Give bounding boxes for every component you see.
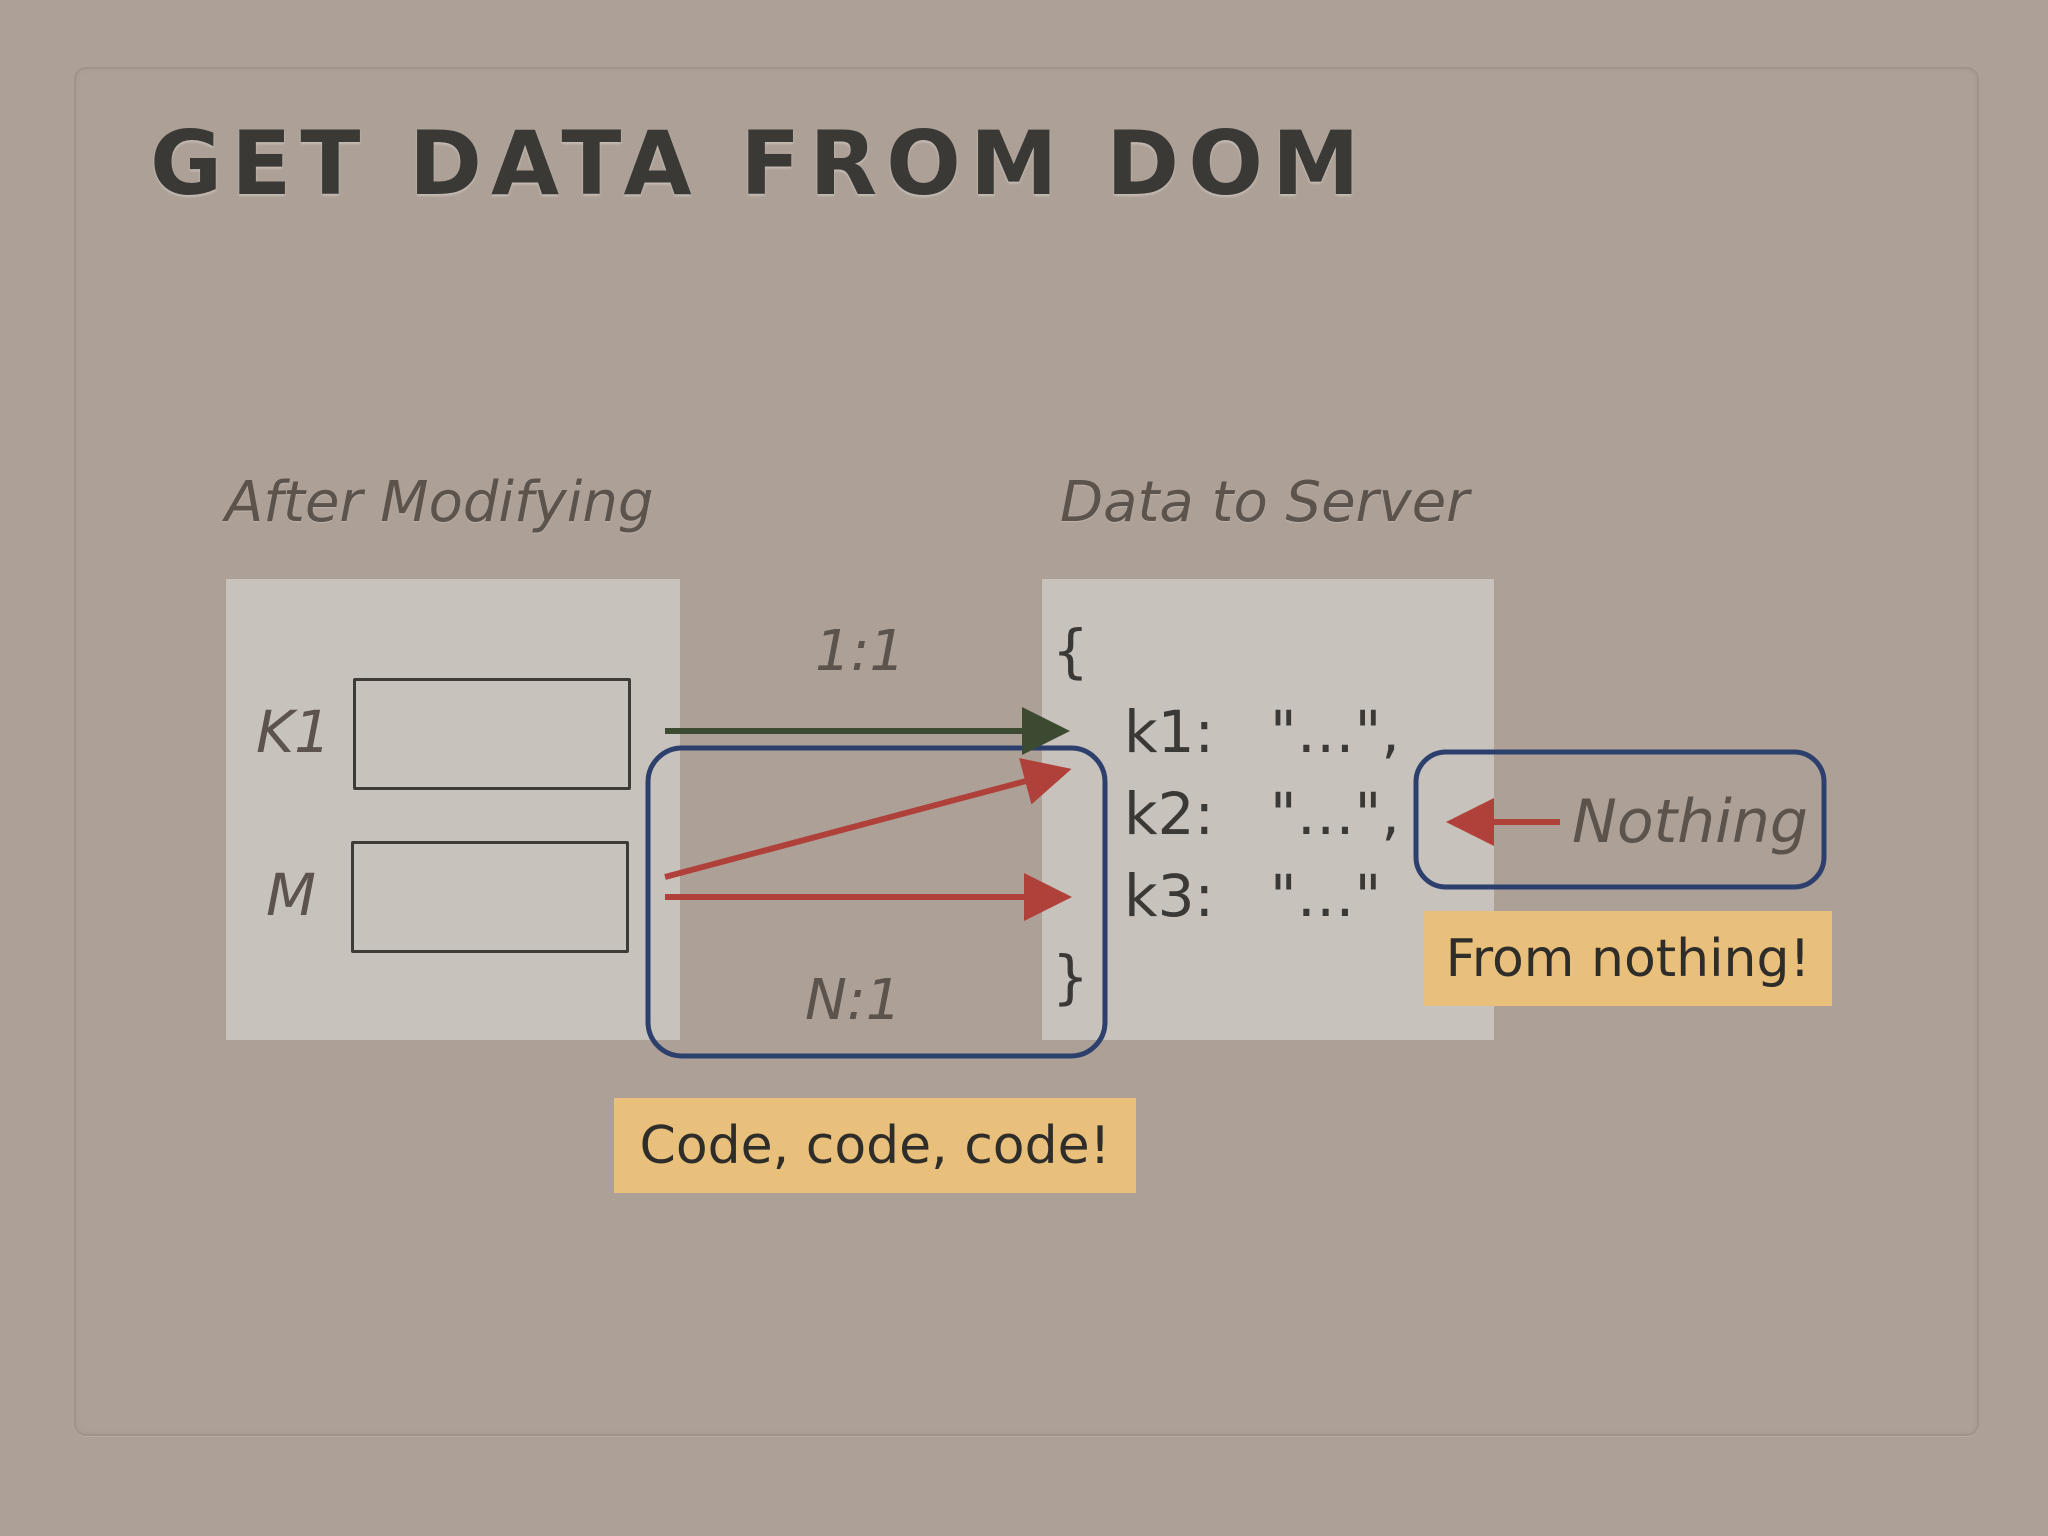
slide-title: GET DATA FROM DOM: [150, 112, 1369, 215]
json-value-k2: "…",: [1270, 780, 1400, 848]
code-code-code-note: Code, code, code!: [614, 1098, 1136, 1193]
field-label-k1: K1: [256, 698, 331, 766]
json-open-brace: {: [1052, 617, 1089, 685]
json-key-k3: k3:: [1124, 862, 1215, 930]
json-value-k1: "…",: [1270, 698, 1400, 766]
data-to-server-panel: [1042, 579, 1494, 1040]
field-label-m: M: [266, 861, 317, 929]
nothing-outline: [1413, 749, 1827, 890]
slide-frame: [74, 67, 1979, 1436]
after-modifying-heading: After Modifying: [225, 470, 654, 535]
n-to-one-outline: [645, 745, 1108, 1059]
field-m[interactable]: [351, 841, 629, 953]
json-close-brace: }: [1052, 943, 1089, 1011]
one-to-one-label: 1:1: [815, 619, 906, 684]
from-nothing-note: From nothing!: [1424, 911, 1832, 1006]
json-value-k3: "…": [1270, 862, 1382, 930]
json-key-k1: k1:: [1124, 698, 1215, 766]
data-to-server-heading: Data to Server: [1060, 470, 1470, 535]
nothing-label: Nothing: [1572, 787, 1808, 857]
n-to-one-label: N:1: [805, 968, 902, 1033]
m-to-k2-arrow: [664, 758, 1072, 880]
field-k1[interactable]: [353, 678, 631, 790]
after-modifying-panel: [226, 579, 680, 1040]
json-key-k2: k2:: [1124, 780, 1215, 848]
